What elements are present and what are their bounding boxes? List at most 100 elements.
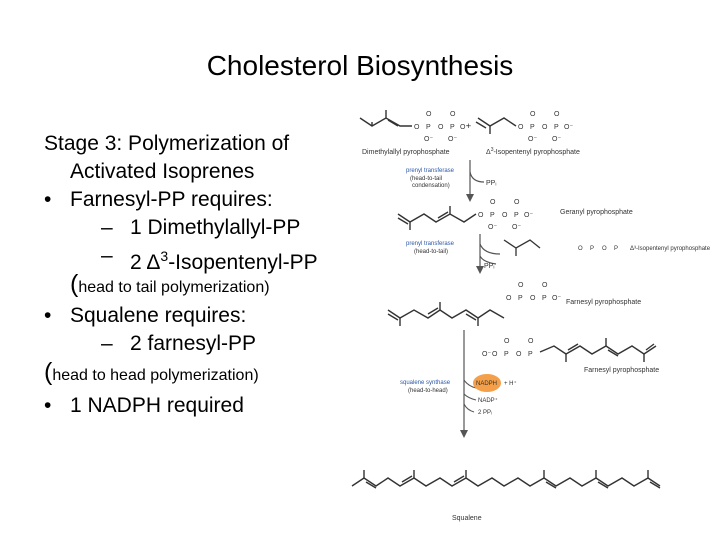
label-isopentenyl-2: Δ³-Isopentenyl pyrophosphate <box>630 246 711 252</box>
svg-text:O: O <box>414 124 420 131</box>
svg-text:O⁻: O⁻ <box>460 124 469 131</box>
svg-text:O⁻: O⁻ <box>482 351 491 358</box>
enzyme-1: prenyl transferase <box>406 168 455 174</box>
farnesyl2-skeleton <box>539 338 657 362</box>
paren-2: ( <box>44 358 53 386</box>
dash-3: – <box>101 332 113 355</box>
svg-text:O⁻: O⁻ <box>488 224 497 231</box>
cofactor-arrows <box>463 379 477 413</box>
svg-text:O: O <box>530 111 536 118</box>
svg-text:O: O <box>542 282 548 289</box>
plus-sign: + <box>466 121 471 131</box>
ppi-1: PPᵢ <box>486 180 496 187</box>
svg-text:O: O <box>478 212 484 219</box>
enzyme-1-note-2: condensation) <box>412 183 450 189</box>
svg-text:O⁻: O⁻ <box>424 136 433 143</box>
arrow-step-2 <box>479 234 501 268</box>
bullet-farnesyl: • Farnesyl-PP requires: <box>44 186 364 214</box>
svg-text:O: O <box>528 338 534 345</box>
label-squalene: Squalene <box>452 515 482 522</box>
squalene-req-text: Squalene requires: <box>70 304 247 327</box>
sub-dmapp: – 1 Dimethylallyl-PP <box>44 214 364 242</box>
svg-text:O: O <box>602 246 607 252</box>
svg-text:O⁻: O⁻ <box>552 295 561 302</box>
svg-text:O: O <box>506 295 512 302</box>
svg-text:O: O <box>542 124 548 131</box>
svg-text:P: P <box>490 212 495 219</box>
svg-text:O: O <box>514 199 520 206</box>
svg-text:O: O <box>504 338 510 345</box>
svg-text:O: O <box>518 282 524 289</box>
nadph-highlight <box>473 374 501 392</box>
head-head-line: (head to head polymerization) <box>44 358 364 392</box>
svg-text:O: O <box>490 199 496 206</box>
svg-text:P: P <box>450 124 455 131</box>
svg-text:O: O <box>516 351 522 358</box>
ipp2-pp: O P O P <box>578 246 618 252</box>
enzyme-2-note: (head-to-tail) <box>414 249 448 255</box>
label-farnesyl: Farnesyl pyrophosphate <box>566 299 641 306</box>
svg-text:O⁻: O⁻ <box>448 136 457 143</box>
nadp-label: NADP⁺ <box>478 397 498 404</box>
svg-text:O: O <box>502 212 508 219</box>
svg-text:P: P <box>590 246 594 252</box>
ipp2-skeleton <box>503 239 541 256</box>
ppi-3: 2 PPᵢ <box>478 410 492 416</box>
label-dimethylallyl: Dimethylallyl pyrophosphate <box>362 149 450 156</box>
stage-text: Stage 3: Polymerization of <box>44 132 290 155</box>
svg-text:O: O <box>438 124 444 131</box>
ipp-pre: 2 Δ <box>130 251 161 274</box>
ipp-post: -Isopentenyl-PP <box>168 251 318 274</box>
farnesyl-count-text: 2 farnesyl-PP <box>130 332 257 355</box>
farnesyl-skeleton <box>387 302 505 326</box>
svg-text:O: O <box>518 124 524 131</box>
ipp-pp: O P O P O⁻ O O O⁻ O⁻ <box>518 111 573 143</box>
head-tail-text: head to tail polymerization) <box>78 279 270 296</box>
enzyme-2: prenyl transferase <box>406 241 455 247</box>
dmapp-pp: O P O P O⁻ O O O⁻ O⁻ <box>414 111 469 143</box>
hplus-label: + H⁺ <box>504 380 517 387</box>
label-isopentenyl: Δ3-Isopentenyl pyrophosphate <box>486 147 580 156</box>
svg-text:P: P <box>518 295 523 302</box>
stage-cont-line: Activated Isoprenes <box>44 158 364 186</box>
nadph-label: NADPH <box>476 381 497 387</box>
squalene-skeleton <box>351 470 661 489</box>
page-title: Cholesterol Biosynthesis <box>206 50 514 81</box>
svg-text:O: O <box>492 351 498 358</box>
stage-line: Stage 3: Polymerization of <box>44 130 364 158</box>
svg-text:P: P <box>426 124 431 131</box>
farnesyl-req-text: Farnesyl-PP requires: <box>70 188 273 211</box>
svg-text:O: O <box>578 246 583 252</box>
svg-text:O⁻: O⁻ <box>524 212 533 219</box>
svg-text:P: P <box>514 212 519 219</box>
bullet-dot: • <box>44 188 52 211</box>
svg-text:O: O <box>426 111 432 118</box>
arrowhead-2 <box>476 266 484 274</box>
arrowhead-1 <box>466 194 474 202</box>
bullet-nadph: • 1 NADPH required <box>44 392 364 420</box>
bullet-squalene: • Squalene requires: <box>44 302 364 330</box>
svg-text:P: P <box>554 124 559 131</box>
svg-text:O: O <box>554 111 560 118</box>
dash-1: – <box>101 216 113 239</box>
svg-text:P: P <box>542 295 547 302</box>
dmapp-text: 1 Dimethylallyl-PP <box>130 216 301 239</box>
bullet-dot: • <box>44 394 52 417</box>
nadph-req-text: 1 NADPH required <box>70 394 244 417</box>
ppi-2: PPᵢ <box>484 263 494 270</box>
label-farnesyl-2: Farnesyl pyrophosphate <box>584 367 659 374</box>
head-head-text: head to head polymerization) <box>52 367 259 384</box>
dmapp-skeleton <box>359 110 412 127</box>
farnesyl-pp: O P O P O⁻ O O <box>506 282 561 302</box>
svg-text:O⁻: O⁻ <box>512 224 521 231</box>
svg-text:O: O <box>530 295 536 302</box>
label-geranyl: Geranyl pyrophosphate <box>560 209 633 216</box>
enzyme-3: squalene synthase <box>400 380 451 386</box>
sub-farnesyl-count: – 2 farnesyl-PP <box>44 330 364 358</box>
svg-text:P: P <box>614 246 618 252</box>
stage-cont-text: Activated Isoprenes <box>70 160 255 183</box>
arrowhead-3 <box>460 430 468 438</box>
sub-ipp: – 2 Δ3-Isopentenyl-PP <box>44 242 364 274</box>
ipp-skeleton <box>475 117 517 134</box>
